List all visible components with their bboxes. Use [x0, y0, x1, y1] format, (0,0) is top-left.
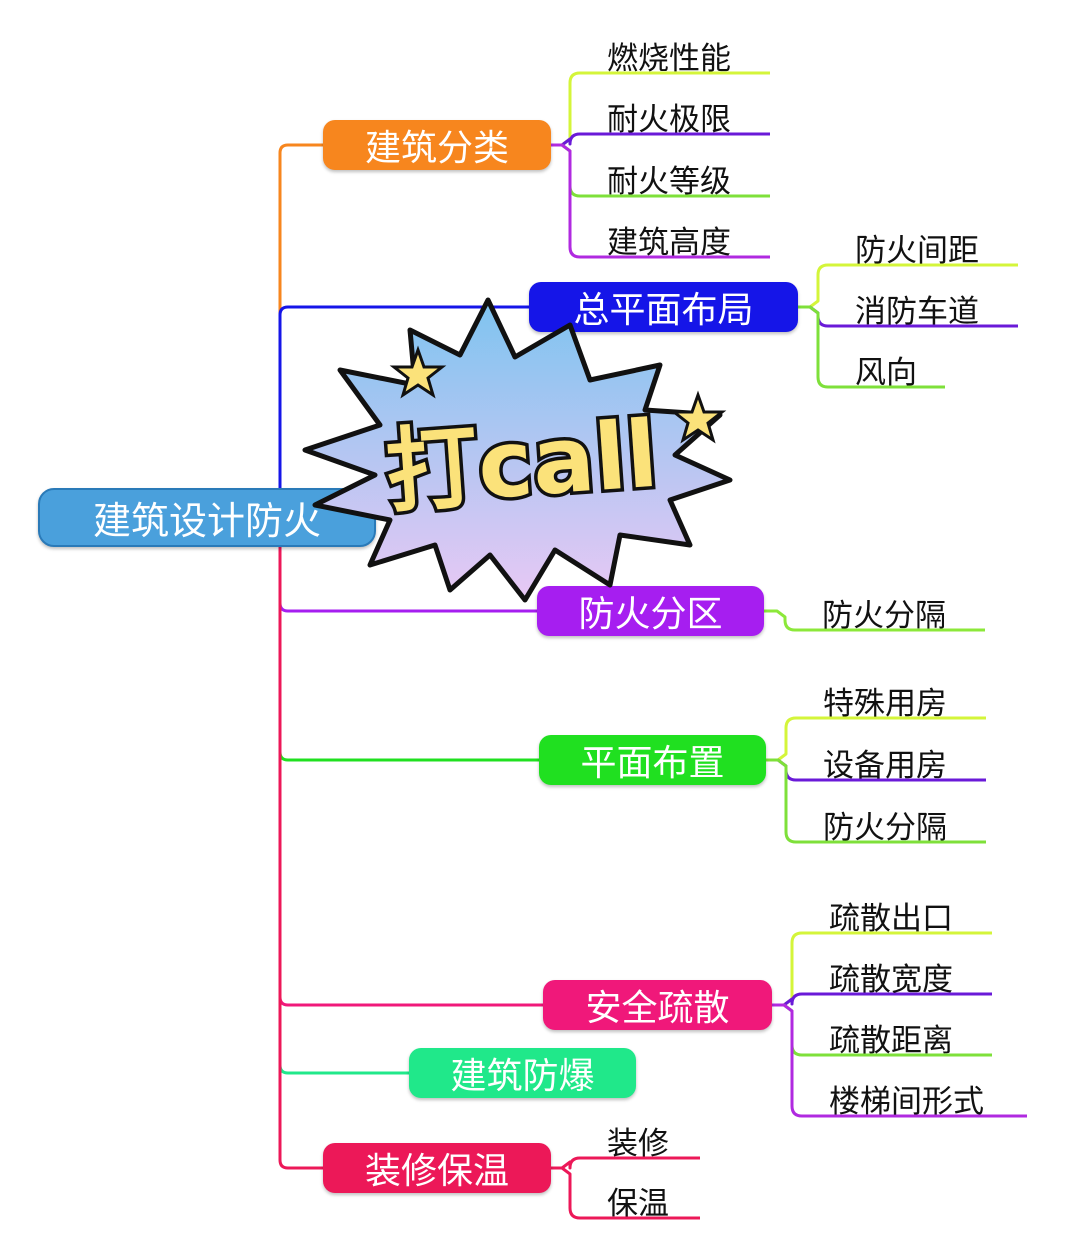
branch-node[interactable]: 建筑分类 [323, 120, 551, 170]
leaf-node[interactable]: 耐火极限 [607, 102, 731, 138]
leaf-node[interactable]: 疏散出口 [829, 901, 953, 937]
leaf-connector [772, 1003, 1027, 1118]
leaf-connector [551, 1156, 700, 1170]
branch-node[interactable]: 装修保温 [323, 1143, 551, 1193]
leaf-connector [764, 609, 985, 632]
branch-node[interactable]: 平面布置 [539, 735, 766, 785]
leaf-connector [551, 1166, 700, 1220]
leaf-node[interactable]: 建筑高度 [607, 225, 731, 261]
leaf-node[interactable]: 疏散距离 [829, 1023, 953, 1059]
leaf-node[interactable]: 风向 [855, 355, 917, 391]
branch-node[interactable]: 建筑防爆 [409, 1048, 636, 1098]
leaf-node[interactable]: 防火分隔 [822, 598, 946, 634]
leaf-node[interactable]: 保温 [607, 1186, 669, 1222]
branch-node[interactable]: 防火分区 [537, 586, 764, 636]
leaf-connector [772, 992, 992, 1007]
leaf-node[interactable]: 设备用房 [823, 748, 947, 784]
leaf-node[interactable]: 消防车道 [855, 294, 979, 330]
leaf-node[interactable]: 装修 [607, 1126, 669, 1162]
branch-node[interactable]: 总平面布局 [529, 282, 798, 332]
leaf-node[interactable]: 疏散宽度 [829, 962, 953, 998]
branch-node[interactable]: 安全疏散 [543, 980, 772, 1030]
leaf-node[interactable]: 特殊用房 [823, 686, 947, 722]
leaf-connector [772, 931, 992, 1007]
branch-connector [278, 305, 529, 515]
branch-connector [278, 143, 323, 515]
leaf-connector [551, 132, 770, 147]
leaf-connector [766, 758, 986, 844]
leaf-node[interactable]: 楼梯间形式 [829, 1084, 984, 1120]
star-icon [669, 390, 727, 444]
leaf-connector [798, 263, 1018, 309]
leaf-connector [551, 71, 770, 147]
sticker-text: 打call [383, 401, 661, 527]
star-icon [389, 345, 447, 399]
leaf-connector [551, 143, 770, 259]
leaf-node[interactable]: 防火分隔 [823, 810, 947, 846]
leaf-node[interactable]: 燃烧性能 [607, 41, 731, 77]
leaf-node[interactable]: 耐火等级 [607, 164, 731, 200]
branch-connector [278, 515, 323, 1170]
leaf-connector [798, 305, 945, 389]
root-node[interactable]: 建筑设计防火 [38, 488, 376, 547]
starburst-shape [302, 297, 733, 603]
leaf-connector [766, 716, 986, 762]
leaf-node[interactable]: 防火间距 [855, 233, 979, 269]
da-call-sticker: 打call [302, 297, 733, 603]
